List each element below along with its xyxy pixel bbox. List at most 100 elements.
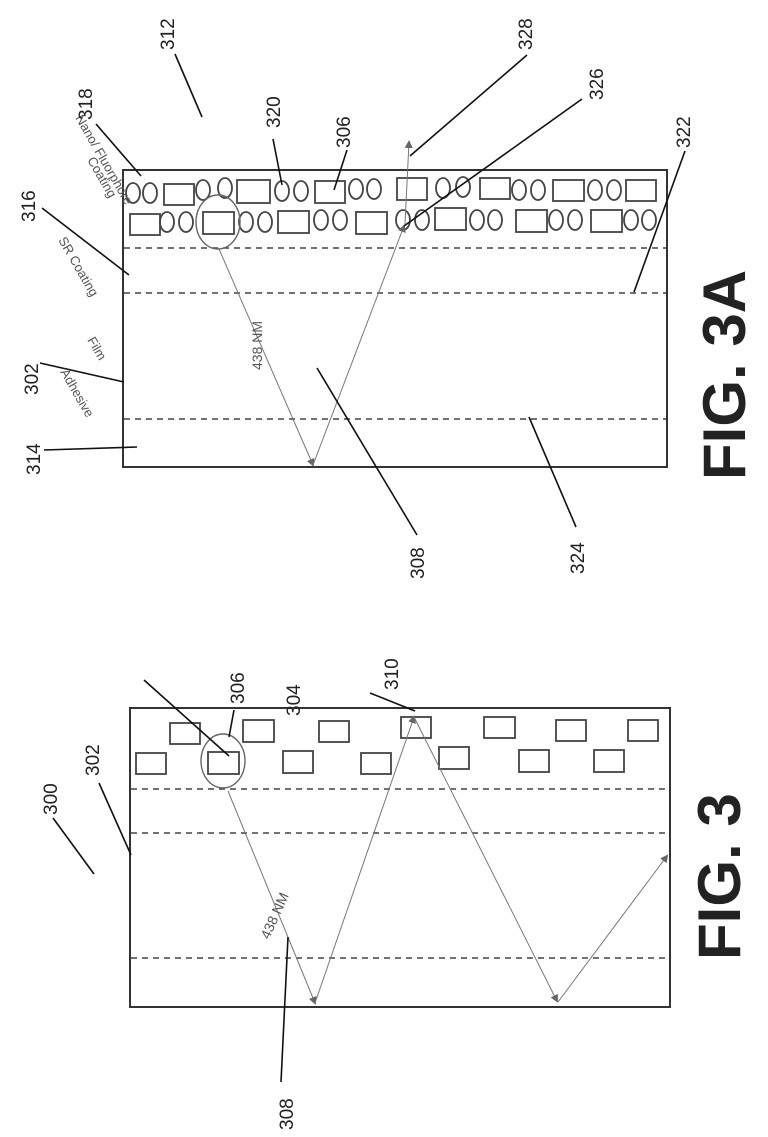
ref-302: 302 (22, 363, 43, 395)
leader-308 (316, 367, 418, 536)
nano-particle-rect (479, 177, 511, 200)
nano-particle-rect (515, 209, 548, 233)
ref-302-fig3: 302 (83, 744, 104, 776)
leader-318 (95, 123, 142, 177)
fig3-light-ray-3 (413, 716, 558, 1003)
fig3a-light-ray-reflected (312, 224, 406, 466)
ref-308: 308 (408, 547, 429, 579)
fig3-highlight-ellipse (200, 733, 246, 789)
fluorophore-circle (313, 209, 329, 231)
ref-300: 300 (41, 783, 62, 815)
ref-322: 322 (674, 116, 695, 148)
fluorophore-circle (159, 211, 175, 233)
nano-particle-rect (314, 180, 346, 204)
ref-306: 306 (334, 116, 355, 148)
nano-particle-rect (483, 716, 516, 739)
fluorophore-circle (178, 211, 194, 233)
nano-particle-rect (518, 749, 550, 773)
fluorophore-circle (395, 209, 411, 231)
nano-particle-rect (434, 207, 467, 231)
leader-314 (43, 446, 138, 451)
leader-308-fig3 (280, 936, 289, 1083)
fig3a-layer-label-sr: SR Coating (55, 234, 101, 299)
fluorophore-circle (238, 211, 254, 233)
nano-particle-rect (236, 179, 271, 204)
nano-particle-rect (625, 179, 657, 202)
fluorophore-circle (455, 176, 471, 198)
fluorophore-circle (623, 209, 639, 231)
fig3a-light-ray-incident (218, 248, 315, 467)
nano-particle-rect (438, 746, 470, 770)
nano-particle-rect (242, 719, 275, 743)
fluorophore-circle (548, 209, 564, 231)
leader-306 (333, 149, 348, 191)
leader-328 (409, 54, 528, 157)
leader-304 (228, 709, 235, 738)
fig3a-wavelength-label: 438 NM (249, 321, 265, 370)
ref-316: 316 (19, 190, 40, 222)
leader-300 (52, 817, 95, 875)
fig3-light-ray-1 (227, 790, 317, 1005)
leader-312 (174, 53, 203, 118)
fig3a-light-ray-emitted (404, 140, 413, 225)
nano-particle-rect (590, 209, 623, 233)
leader-322 (633, 150, 686, 293)
fluorophore-circle (587, 179, 603, 201)
fig3-light-ray-4 (557, 854, 669, 1003)
leader-302-fig3 (98, 782, 132, 856)
fluorophore-circle (567, 209, 583, 231)
fig3a-particles-bottom-row (129, 207, 657, 236)
nano-particle-rect (169, 722, 201, 745)
nano-particle-rect (400, 716, 432, 739)
leader-310 (369, 692, 416, 712)
ref-306-fig3: 306 (228, 672, 249, 704)
leader-306-fig3 (143, 679, 230, 757)
nano-particle-rect (163, 183, 195, 206)
nano-particle-rect (360, 752, 392, 775)
fluorophore-circle (125, 182, 141, 204)
nano-particle-rect (593, 749, 625, 773)
figure-3a: 438 NM Nano/ Fluorphore Coating SR Coati… (19, 18, 758, 579)
fluorophore-circle (332, 209, 348, 231)
fig3a-frame (122, 169, 668, 468)
fluorophore-circle (414, 209, 430, 231)
nano-particle-rect (135, 752, 167, 775)
nano-particle-rect (555, 719, 587, 742)
fluorophore-circle (348, 178, 364, 200)
nano-particle-rect (277, 210, 310, 234)
figure-3: 438 NM 300 302 304 306 310 308 FIG. 3 (41, 658, 753, 1130)
ref-304: 304 (284, 684, 305, 716)
nano-particle-rect (552, 179, 585, 202)
ref-314: 314 (24, 443, 45, 475)
nano-particle-rect (129, 213, 161, 236)
fluorophore-circle (142, 182, 158, 204)
fig3a-particles-top-row (125, 176, 657, 206)
fig3a-title: FIG. 3A (691, 270, 758, 480)
fluorophore-circle (469, 209, 485, 231)
fig3-light-ray-2 (314, 715, 416, 1004)
ref-320: 320 (264, 96, 285, 128)
fluorophore-circle (487, 209, 503, 231)
fluorophore-circle (530, 179, 546, 201)
leader-326 (403, 98, 583, 227)
fluorophore-circle (257, 211, 273, 233)
fluorophore-circle (195, 179, 211, 201)
nano-particle-rect (202, 211, 235, 235)
leader-302 (39, 362, 125, 383)
fig3a-highlight-ellipse (195, 194, 241, 250)
leader-320 (272, 138, 283, 186)
ref-318: 318 (76, 88, 97, 120)
fig3a-layer-label-film: Film (84, 334, 109, 363)
nano-particle-rect (355, 211, 388, 235)
fluorophore-circle (217, 177, 233, 199)
ref-308-fig3: 308 (277, 1098, 298, 1130)
ref-326: 326 (587, 68, 608, 100)
nano-particle-rect (627, 719, 659, 742)
nano-particle-rect (282, 750, 314, 774)
fluorophore-circle (606, 179, 622, 201)
nano-particle-rect (318, 720, 350, 743)
nano-particle-rect (207, 751, 240, 775)
fluorophore-circle (641, 209, 657, 231)
fig3-title: FIG. 3 (686, 793, 753, 960)
